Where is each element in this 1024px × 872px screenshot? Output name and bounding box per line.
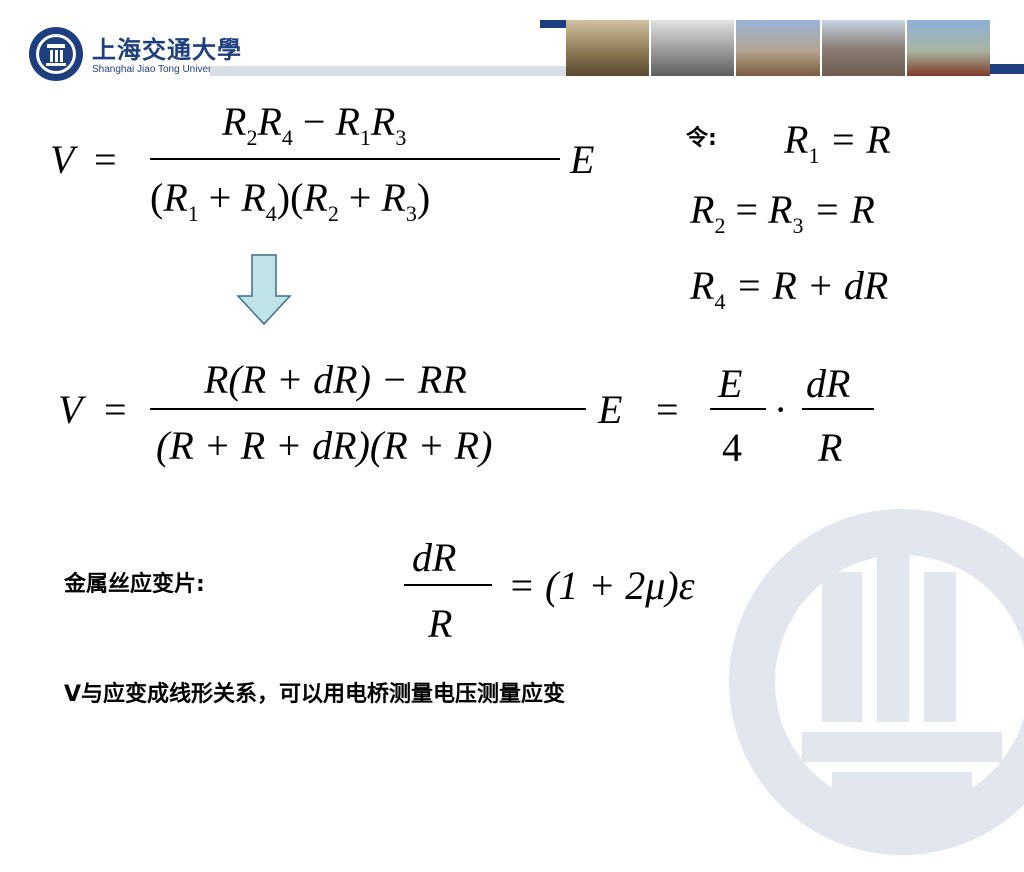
eq2-denominator: (R + R + dR)(R + R): [156, 423, 493, 468]
down-arrow-icon: [236, 254, 292, 326]
campus-photo: [821, 20, 905, 76]
conclusion-text: V与应变成线形关系，可以用电桥测量电压测量应变: [64, 682, 566, 707]
eq1-fraction-bar: [150, 158, 560, 160]
eq3-denominator: R: [428, 601, 453, 646]
eq1-numerator: R2R4 − R1R3: [222, 99, 407, 150]
eq2-frac2-den: R: [818, 425, 843, 470]
eq2-frac2-bar: [802, 408, 874, 410]
eq2-frac1-bar: [710, 408, 766, 410]
eq3-fraction-bar: [404, 584, 492, 586]
eq2-frac1-den: 4: [722, 425, 742, 470]
eq2-lhs: V: [58, 387, 83, 432]
eq2-equals2: =: [656, 387, 679, 432]
condition-r2-r3: R2 = R3 = R: [690, 187, 875, 238]
university-name-cn: 上海交通大學: [92, 35, 242, 64]
campus-photo: [736, 20, 820, 76]
header-accent-right: [990, 64, 1024, 74]
eq2-E: E: [598, 387, 623, 432]
eq1-lhs: V: [50, 137, 75, 182]
eq1-rhs-E: E: [570, 137, 595, 182]
eq3-rhs: = (1 + 2μ)ε: [508, 563, 695, 608]
header-accent-left: [540, 20, 566, 28]
campus-photo: [906, 20, 991, 76]
campus-photo-strip: [566, 20, 991, 76]
strain-gauge-label: 金属丝应变片:: [64, 572, 205, 597]
condition-r4: R4 = R + dR: [690, 263, 889, 314]
eq2-fraction-bar: [150, 408, 586, 410]
header-band: [210, 66, 570, 76]
eq2-frac2-num: dR: [806, 361, 851, 406]
eq1-denominator: (R1 + R4)(R2 + R3): [150, 175, 431, 226]
eq2-equals: =: [104, 387, 127, 432]
campus-photo: [566, 20, 650, 76]
let-label: 令:: [686, 126, 717, 151]
eq2-numerator: R(R + dR) − RR: [204, 357, 467, 402]
sjtu-watermark-icon: [729, 509, 1024, 855]
campus-photo: [651, 20, 735, 76]
eq2-frac1-num: E: [718, 361, 743, 406]
sjtu-logo-icon: [29, 27, 83, 81]
eq1-equals: =: [94, 137, 117, 182]
eq3-numerator: dR: [412, 535, 457, 580]
condition-r1: R1 = R: [784, 117, 891, 168]
eq2-dot: ·: [774, 387, 788, 432]
university-name-en: Shanghai Jiao Tong Univer...: [92, 64, 220, 75]
